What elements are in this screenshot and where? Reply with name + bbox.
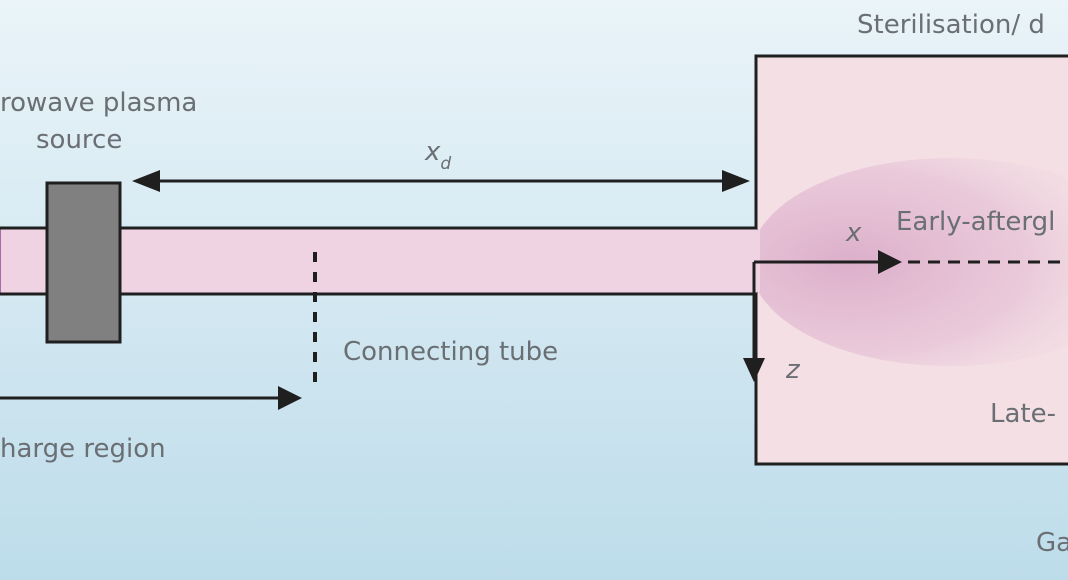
discharge-region-label: harge region xyxy=(0,434,166,464)
distance-subscript: d xyxy=(440,154,451,174)
microwave-source-block xyxy=(45,181,122,344)
early-afterglow-label: Early-aftergl xyxy=(896,207,1055,237)
axis-x-label: x xyxy=(845,218,862,248)
axis-z-arrow-head xyxy=(743,358,765,382)
connecting-tube-label: Connecting tube xyxy=(343,337,558,367)
source-label-line1: rowave plasma xyxy=(0,88,197,118)
discharge-region-arrow-head xyxy=(278,386,302,410)
distance-arrow-left-head xyxy=(132,170,160,192)
chamber-label: Sterilisation/ d xyxy=(857,10,1045,40)
plasma-tube xyxy=(0,228,757,294)
gas-label: Ga xyxy=(1036,528,1068,558)
distance-label: xd xyxy=(424,137,451,174)
distance-arrow-right-head xyxy=(722,170,750,192)
distance-symbol: x xyxy=(424,137,441,167)
late-afterglow-label: Late- xyxy=(990,399,1056,429)
axis-z-label: z xyxy=(785,355,801,385)
axis-x-arrow-head xyxy=(878,250,902,274)
source-label-line2: source xyxy=(36,125,122,155)
